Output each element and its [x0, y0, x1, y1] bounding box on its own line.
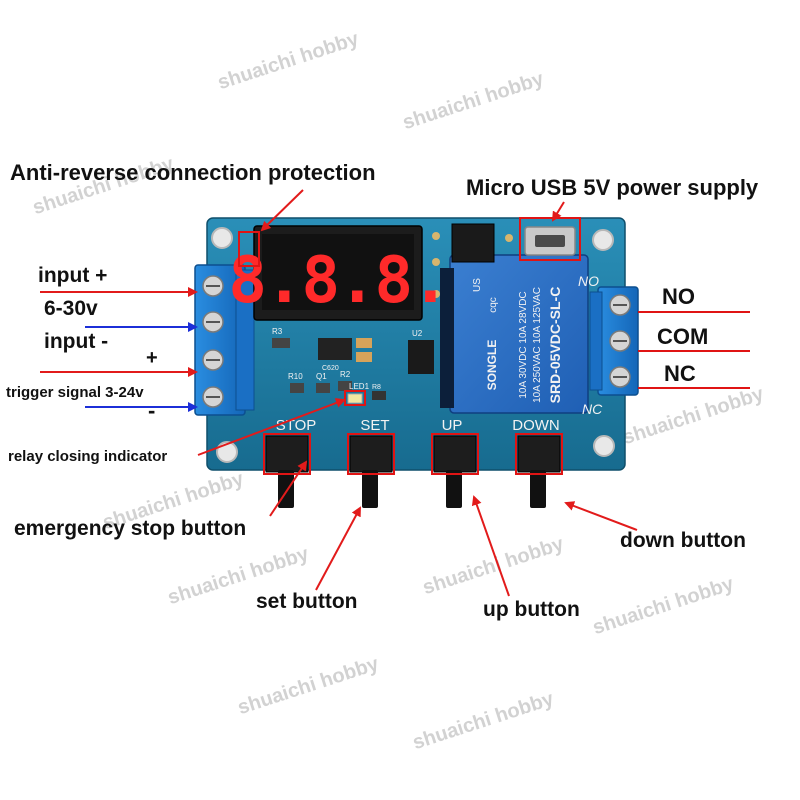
- label-nc: NC: [664, 361, 696, 386]
- arrow-relay-indicator: [197, 398, 346, 456]
- label-com: COM: [657, 324, 709, 349]
- relay-rating-2: 10A 30VDC 10A 28VDC: [518, 291, 529, 398]
- silk-stop: STOP: [276, 417, 317, 434]
- arrow-down: [564, 501, 638, 531]
- relay-output-terminal-block: [589, 286, 639, 396]
- silk-r2: R2: [340, 370, 351, 379]
- smd-component: [272, 338, 290, 348]
- relay-cert: cqc: [488, 297, 499, 313]
- silk-u2: U2: [412, 329, 423, 338]
- label-emergency-stop: emergency stop button: [14, 517, 247, 540]
- arrow-up: [471, 495, 510, 597]
- display-digits: 8.8.8.: [228, 244, 447, 318]
- relay: SRD-05VDC-SL-C 10A 250VAC 10A 125VAC 10A…: [440, 254, 589, 414]
- input-terminal-block: [194, 264, 255, 416]
- label-relay-indicator: relay closing indicator: [8, 448, 168, 465]
- smd-component: [338, 381, 352, 391]
- label-set-button: set button: [256, 590, 358, 613]
- seven-segment-display: 8.8.8.: [228, 225, 450, 321]
- mounting-hole: [593, 435, 615, 457]
- smd-component: [356, 352, 372, 362]
- label-no: NO: [662, 284, 695, 309]
- highlight-box-down: [515, 433, 563, 475]
- highlight-box-usb: [519, 217, 581, 261]
- silk-q1: Q1: [316, 372, 327, 381]
- silk-set: SET: [360, 417, 389, 434]
- label-trigger-plus: +: [146, 347, 158, 369]
- down-tactile-button: [517, 435, 561, 508]
- relay-brand: SONGLE: [485, 340, 499, 391]
- label-down-button: down button: [620, 529, 746, 552]
- arrow-protection: [260, 189, 304, 232]
- mounting-hole: [211, 227, 233, 249]
- highlight-box-stop: [263, 433, 311, 475]
- relay-model: SRD-05VDC-SL-C: [547, 287, 563, 404]
- silk-down: DOWN: [512, 417, 560, 434]
- silk-up: UP: [442, 417, 463, 434]
- silk-led1: LED1: [349, 382, 370, 391]
- ic-chip: [408, 340, 434, 374]
- label-trigger-signal: trigger signal 3-24v: [6, 384, 144, 401]
- label-micro-usb: Micro USB 5V power supply: [466, 175, 759, 200]
- up-tactile-button: [433, 435, 477, 508]
- silk-c620: C620: [322, 365, 339, 372]
- highlight-box-set: [347, 433, 395, 475]
- set-tactile-button: [349, 435, 393, 508]
- highlight-box-up: [431, 433, 479, 475]
- capacitor-chip: [318, 338, 352, 360]
- smd-component: [316, 383, 330, 393]
- relay-us-mark: US: [472, 278, 483, 292]
- silk-nc: NC: [582, 401, 603, 417]
- relay-led: [347, 393, 363, 404]
- mounting-hole: [592, 229, 614, 251]
- label-input-plus: input +: [38, 264, 108, 287]
- smd-component: [290, 383, 304, 393]
- smd-component: [356, 338, 372, 348]
- label-anti-reverse: Anti-reverse connection protection: [10, 160, 376, 185]
- arrow-emergency-stop: [269, 460, 308, 517]
- highlight-box-led: [344, 390, 366, 406]
- label-up-button: up button: [483, 598, 580, 621]
- label-input-minus: input -: [44, 330, 109, 353]
- label-trigger-minus: -: [148, 398, 156, 423]
- highlight-box-protection: [238, 231, 260, 267]
- silk-r3: R3: [272, 327, 283, 336]
- relay-rating-1: 10A 250VAC 10A 125VAC: [532, 287, 543, 403]
- silk-r10: R10: [288, 372, 303, 381]
- micro-usb-port: [524, 226, 576, 256]
- silk-r8: R8: [372, 384, 381, 391]
- highlight-boxes: [238, 217, 581, 475]
- silk-no: NO: [578, 273, 599, 289]
- label-voltage-range: 6-30v: [44, 297, 98, 320]
- arrow-set: [315, 506, 361, 591]
- stop-tactile-button: [265, 435, 309, 508]
- smd-component: [372, 391, 386, 400]
- arrow-usb: [551, 201, 565, 222]
- regulator-chip: [451, 223, 495, 263]
